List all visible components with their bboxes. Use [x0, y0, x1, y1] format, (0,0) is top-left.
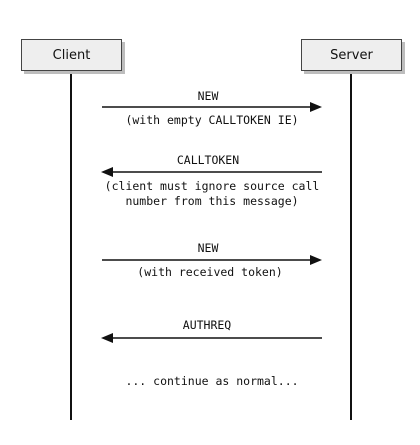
message-label: NEW	[198, 89, 219, 103]
message-note-line-1: (client must ignore source call	[105, 179, 320, 193]
arrowhead-left-icon	[101, 167, 113, 177]
message-new-1: NEW (with empty CALLTOKEN IE)	[102, 89, 322, 127]
message-note-line-2: number from this message)	[125, 194, 298, 208]
arrowhead-left-icon	[101, 333, 113, 343]
continue-note: ... continue as normal...	[125, 374, 298, 388]
participant-client-label: Client	[52, 47, 91, 63]
message-label: NEW	[198, 241, 219, 255]
arrowhead-right-icon	[310, 255, 322, 265]
message-note: (with empty CALLTOKEN IE)	[125, 113, 298, 127]
message-calltoken: CALLTOKEN (client must ignore source cal…	[101, 153, 322, 208]
message-label: CALLTOKEN	[177, 153, 239, 167]
participant-server-label: Server	[330, 47, 373, 63]
message-label: AUTHREQ	[183, 318, 232, 332]
arrowhead-right-icon	[310, 102, 322, 112]
message-note: (with received token)	[137, 265, 282, 279]
participant-client: Client	[21, 39, 122, 71]
message-new-2: NEW (with received token)	[102, 241, 322, 279]
message-authreq: AUTHREQ	[101, 318, 322, 343]
participant-server: Server	[301, 39, 402, 71]
